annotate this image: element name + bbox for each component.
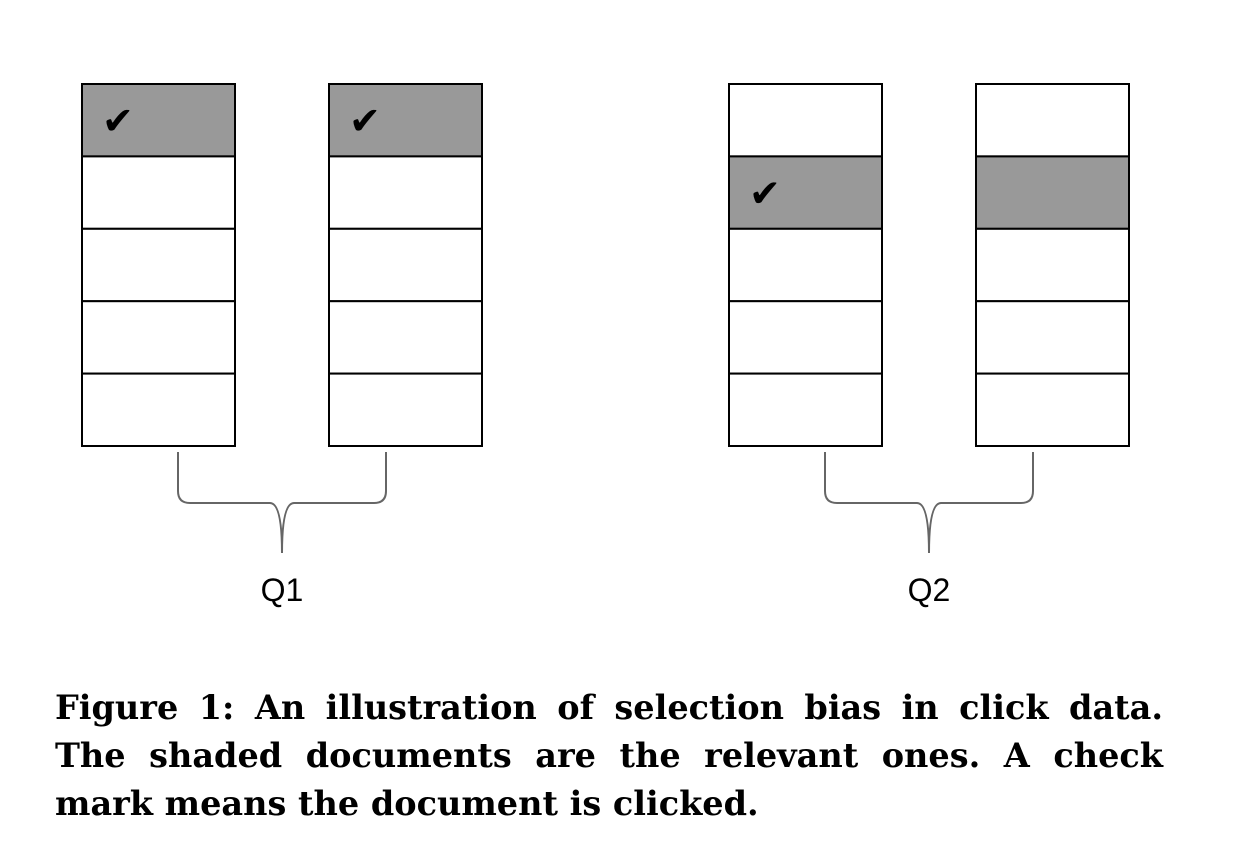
relevant-document: [81, 83, 236, 158]
query-group-q1: ✔ ✔ Q1: [81, 83, 483, 608]
document: [328, 372, 483, 448]
document: [975, 372, 1130, 448]
document: [328, 300, 483, 375]
document: [81, 300, 236, 375]
document: [328, 227, 483, 303]
relevant-document: [328, 83, 483, 158]
query-label: Q2: [908, 572, 951, 608]
relevant-document: [975, 155, 1130, 230]
grouping-brace: [824, 452, 1034, 554]
document: [81, 155, 236, 230]
document: [975, 227, 1130, 303]
ranking-list: ✔: [81, 83, 236, 448]
figure-caption: Figure 1: An illustration of selection b…: [55, 688, 1163, 823]
query-label: Q1: [261, 572, 304, 608]
ranking-list: ✔: [728, 83, 883, 448]
click-check-icon: ✔: [102, 99, 134, 143]
document: [328, 155, 483, 230]
document: [728, 300, 883, 375]
click-check-icon: ✔: [349, 99, 381, 143]
document: [728, 227, 883, 303]
relevant-document: [728, 155, 883, 230]
document: [81, 227, 236, 303]
document: [975, 300, 1130, 375]
document: [975, 83, 1130, 158]
ranking-list: [975, 83, 1130, 448]
document: [728, 83, 883, 158]
document: [728, 372, 883, 448]
grouping-brace: [177, 452, 387, 554]
selection-bias-diagram: ✔ ✔ Q1 ✔ Q2: [81, 83, 1130, 608]
ranking-list: ✔: [328, 83, 483, 448]
click-check-icon: ✔: [749, 171, 781, 215]
document: [81, 372, 236, 448]
query-group-q2: ✔ Q2: [728, 83, 1130, 608]
